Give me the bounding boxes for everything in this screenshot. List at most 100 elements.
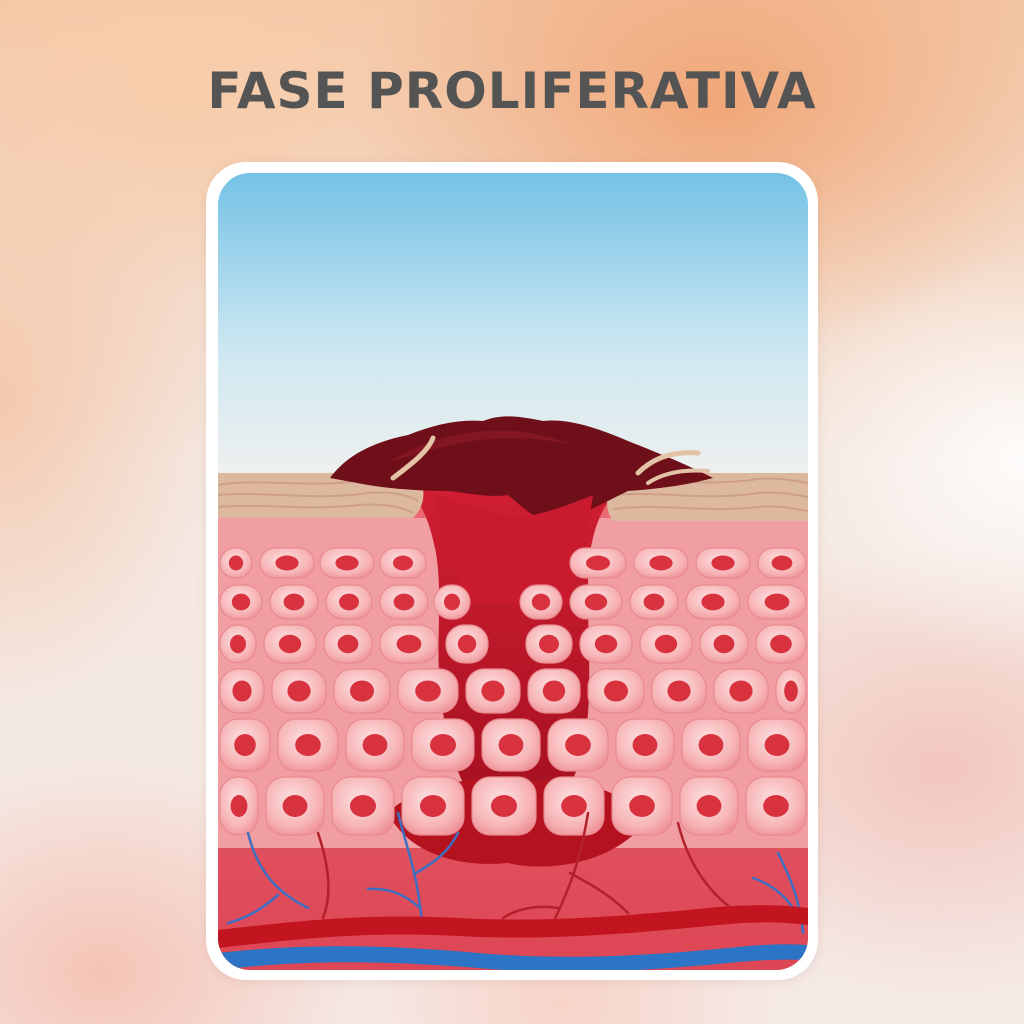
cell xyxy=(543,776,605,836)
epidermal-cells xyxy=(219,547,807,836)
cell-nucleus xyxy=(561,795,587,817)
collagen-fiber xyxy=(218,491,419,502)
cell xyxy=(757,547,807,579)
cell-nucleus xyxy=(415,680,441,702)
collagen-fiber xyxy=(613,505,808,512)
cell xyxy=(411,718,475,772)
cell xyxy=(277,718,339,772)
cell xyxy=(345,718,405,772)
cell xyxy=(433,584,471,620)
cell-nucleus xyxy=(539,634,559,654)
collagen-fiber xyxy=(615,491,808,498)
cell-nucleus xyxy=(667,680,691,702)
cell xyxy=(259,547,315,579)
cell xyxy=(379,624,439,664)
cell-nucleus xyxy=(362,734,388,756)
cell xyxy=(747,718,807,772)
scab xyxy=(330,416,713,525)
cell xyxy=(219,668,265,714)
cell xyxy=(379,547,427,579)
cell-nucleus xyxy=(491,795,517,817)
cell-nucleus xyxy=(629,795,655,817)
cell-nucleus xyxy=(586,555,610,571)
cell xyxy=(569,584,623,620)
cell xyxy=(379,584,429,620)
cell xyxy=(639,624,693,664)
cell-nucleus xyxy=(643,593,665,611)
cell-nucleus xyxy=(350,680,374,702)
cell-nucleus xyxy=(337,634,359,654)
cell xyxy=(615,718,675,772)
cell-nucleus xyxy=(393,593,415,611)
cell xyxy=(755,624,807,664)
cell-nucleus xyxy=(763,795,789,817)
cell xyxy=(713,668,769,714)
cell-nucleus xyxy=(698,734,724,756)
cell xyxy=(265,776,325,836)
cell xyxy=(699,624,749,664)
cell-nucleus xyxy=(282,795,308,817)
cell xyxy=(775,668,807,714)
cell-nucleus xyxy=(457,634,477,654)
cell-nucleus xyxy=(531,593,551,611)
cell-nucleus xyxy=(350,795,376,817)
cell-nucleus xyxy=(632,734,658,756)
capillaries xyxy=(226,811,805,935)
cell xyxy=(263,624,317,664)
cell-nucleus xyxy=(335,555,359,571)
wound-neck xyxy=(433,493,593,603)
cell xyxy=(269,584,319,620)
arterioles xyxy=(316,811,740,935)
cell xyxy=(271,668,327,714)
cell xyxy=(629,584,679,620)
cell-nucleus xyxy=(654,634,678,654)
cell xyxy=(747,584,807,620)
cell xyxy=(679,776,739,836)
cell-nucleus xyxy=(234,734,256,756)
cell xyxy=(219,584,263,620)
cell xyxy=(745,776,807,836)
cell-nucleus xyxy=(711,555,735,571)
cell xyxy=(325,584,373,620)
cell-nucleus xyxy=(231,593,251,611)
skin-illustration xyxy=(218,173,808,970)
cell xyxy=(695,547,751,579)
cell-nucleus xyxy=(339,593,359,611)
cell-nucleus xyxy=(649,555,673,571)
cell xyxy=(401,776,465,836)
cell-nucleus xyxy=(228,555,244,571)
collagen-fiber xyxy=(218,503,414,514)
cell-nucleus xyxy=(565,734,591,756)
cell xyxy=(465,668,521,714)
cell-nucleus xyxy=(764,734,790,756)
cell xyxy=(525,624,573,664)
cell-nucleus xyxy=(283,593,305,611)
cell xyxy=(445,624,489,664)
cell xyxy=(587,668,645,714)
cell xyxy=(611,776,673,836)
cell-nucleus xyxy=(481,680,505,702)
cell-nucleus xyxy=(542,680,566,702)
cell xyxy=(219,718,271,772)
cell xyxy=(681,718,741,772)
cell xyxy=(547,718,609,772)
artery xyxy=(218,905,808,948)
cell xyxy=(219,624,257,664)
cell xyxy=(651,668,707,714)
cell-nucleus xyxy=(498,734,524,756)
cell-nucleus xyxy=(594,634,618,654)
cell xyxy=(219,776,259,836)
cell-nucleus xyxy=(430,734,456,756)
cell-nucleus xyxy=(696,795,722,817)
cell xyxy=(331,776,395,836)
cell-nucleus xyxy=(230,634,246,654)
cell-nucleus xyxy=(278,634,302,654)
cell xyxy=(219,547,253,579)
cell-nucleus xyxy=(230,795,248,817)
vein xyxy=(218,944,808,970)
cell-nucleus xyxy=(729,680,753,702)
cell-nucleus xyxy=(420,795,446,817)
cell xyxy=(323,624,373,664)
cell xyxy=(471,776,537,836)
cell xyxy=(333,668,391,714)
